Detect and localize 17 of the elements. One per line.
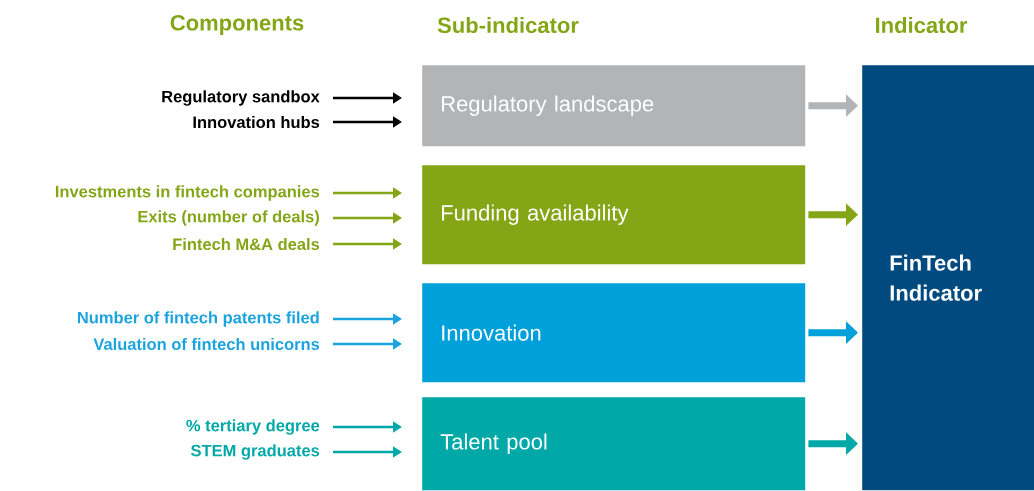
- sub-indicator-box: Talent pool: [422, 397, 806, 491]
- component-label: Investments in fintech companies: [55, 185, 320, 201]
- column-heading: Indicator: [876, 16, 968, 34]
- component-label: Valuation of fintech unicorns: [93, 337, 320, 351]
- component-label: Number of fintech patents filed: [77, 311, 319, 327]
- component-label: STEM graduates: [191, 444, 320, 460]
- component-label: Exits (number of deals): [138, 210, 319, 226]
- component-label: % tertiary degree: [186, 419, 320, 435]
- component-label: Innovation hubs: [193, 115, 320, 129]
- component-label: Fintech M&A deals: [173, 237, 320, 251]
- column-heading: Components: [170, 15, 304, 35]
- sub-indicator-box: Innovation: [422, 283, 806, 383]
- indicator-box: FinTech Indicator: [862, 65, 1034, 491]
- sub-indicator-box: Funding availability: [422, 165, 806, 265]
- column-heading: Sub-indicator: [437, 16, 579, 34]
- sub-indicator-box: Regulatory landscape: [422, 65, 806, 147]
- component-label: Regulatory sandbox: [162, 90, 320, 106]
